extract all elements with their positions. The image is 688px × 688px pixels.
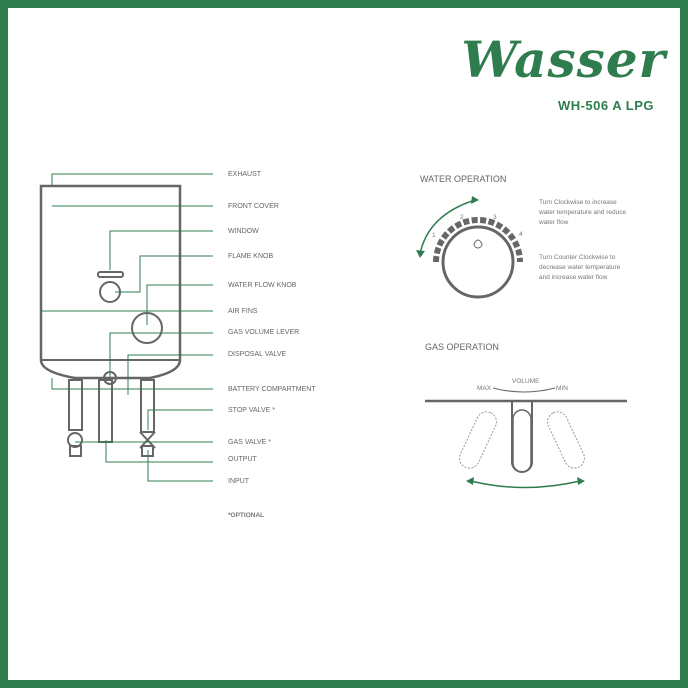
dial-mark-4: 4 <box>519 231 523 238</box>
label-disposal-valve: DISPOSAL VALVE <box>228 351 287 358</box>
label-gas-volume-lever: GAS VOLUME LEVER <box>228 329 299 336</box>
heater-drawing <box>39 184 182 457</box>
label-window: WINDOW <box>228 228 259 235</box>
label-water-flow-knob: WATER FLOW KNOB <box>228 282 297 289</box>
water-operation: WATER OPERATION 1 2 3 4 Turn Clockwise t… <box>416 174 628 299</box>
diagram: EXHAUST FRONT COVER WINDOW FLAME KNOB WA… <box>39 171 628 519</box>
label-stop-valve: STOP VALVE * <box>228 407 275 414</box>
rotation-arrow <box>419 199 476 255</box>
gas-operation: GAS OPERATION MAX VOLUME MIN <box>425 342 627 489</box>
model-number: WH-506 A LPG <box>557 98 654 113</box>
label-exhaust: EXHAUST <box>228 171 262 178</box>
part-labels: EXHAUST FRONT COVER WINDOW FLAME KNOB WA… <box>228 171 316 519</box>
counter-clockwise-text: Turn Counter Clockwise to decrease water… <box>539 254 622 281</box>
gas-operation-title: GAS OPERATION <box>425 342 499 352</box>
dial-mark-3: 3 <box>493 214 497 221</box>
optional-note: *OPTIONAL <box>228 512 264 519</box>
wasser-logo: Wasser <box>461 30 666 89</box>
label-output: OUTPUT <box>228 456 258 463</box>
water-operation-title: WATER OPERATION <box>420 174 506 184</box>
leader-lines <box>41 173 213 482</box>
gas-min-label: MIN <box>556 385 568 392</box>
swing-arrow <box>470 480 581 489</box>
gas-max-label: MAX <box>477 385 492 392</box>
label-flame-knob: FLAME KNOB <box>228 253 273 260</box>
label-input: INPUT <box>228 478 250 485</box>
label-battery-compartment: BATTERY COMPARTMENT <box>228 386 316 393</box>
dial-mark-1: 1 <box>432 232 436 239</box>
label-gas-valve: GAS VALVE * <box>228 439 271 446</box>
gas-volume-label: VOLUME <box>512 378 540 385</box>
label-front-cover: FRONT COVER <box>228 203 279 210</box>
clockwise-text: Turn Clockwise to increase water tempera… <box>538 199 628 226</box>
dial-mark-2: 2 <box>460 214 464 221</box>
label-air-fins: AIR FINS <box>228 308 258 315</box>
